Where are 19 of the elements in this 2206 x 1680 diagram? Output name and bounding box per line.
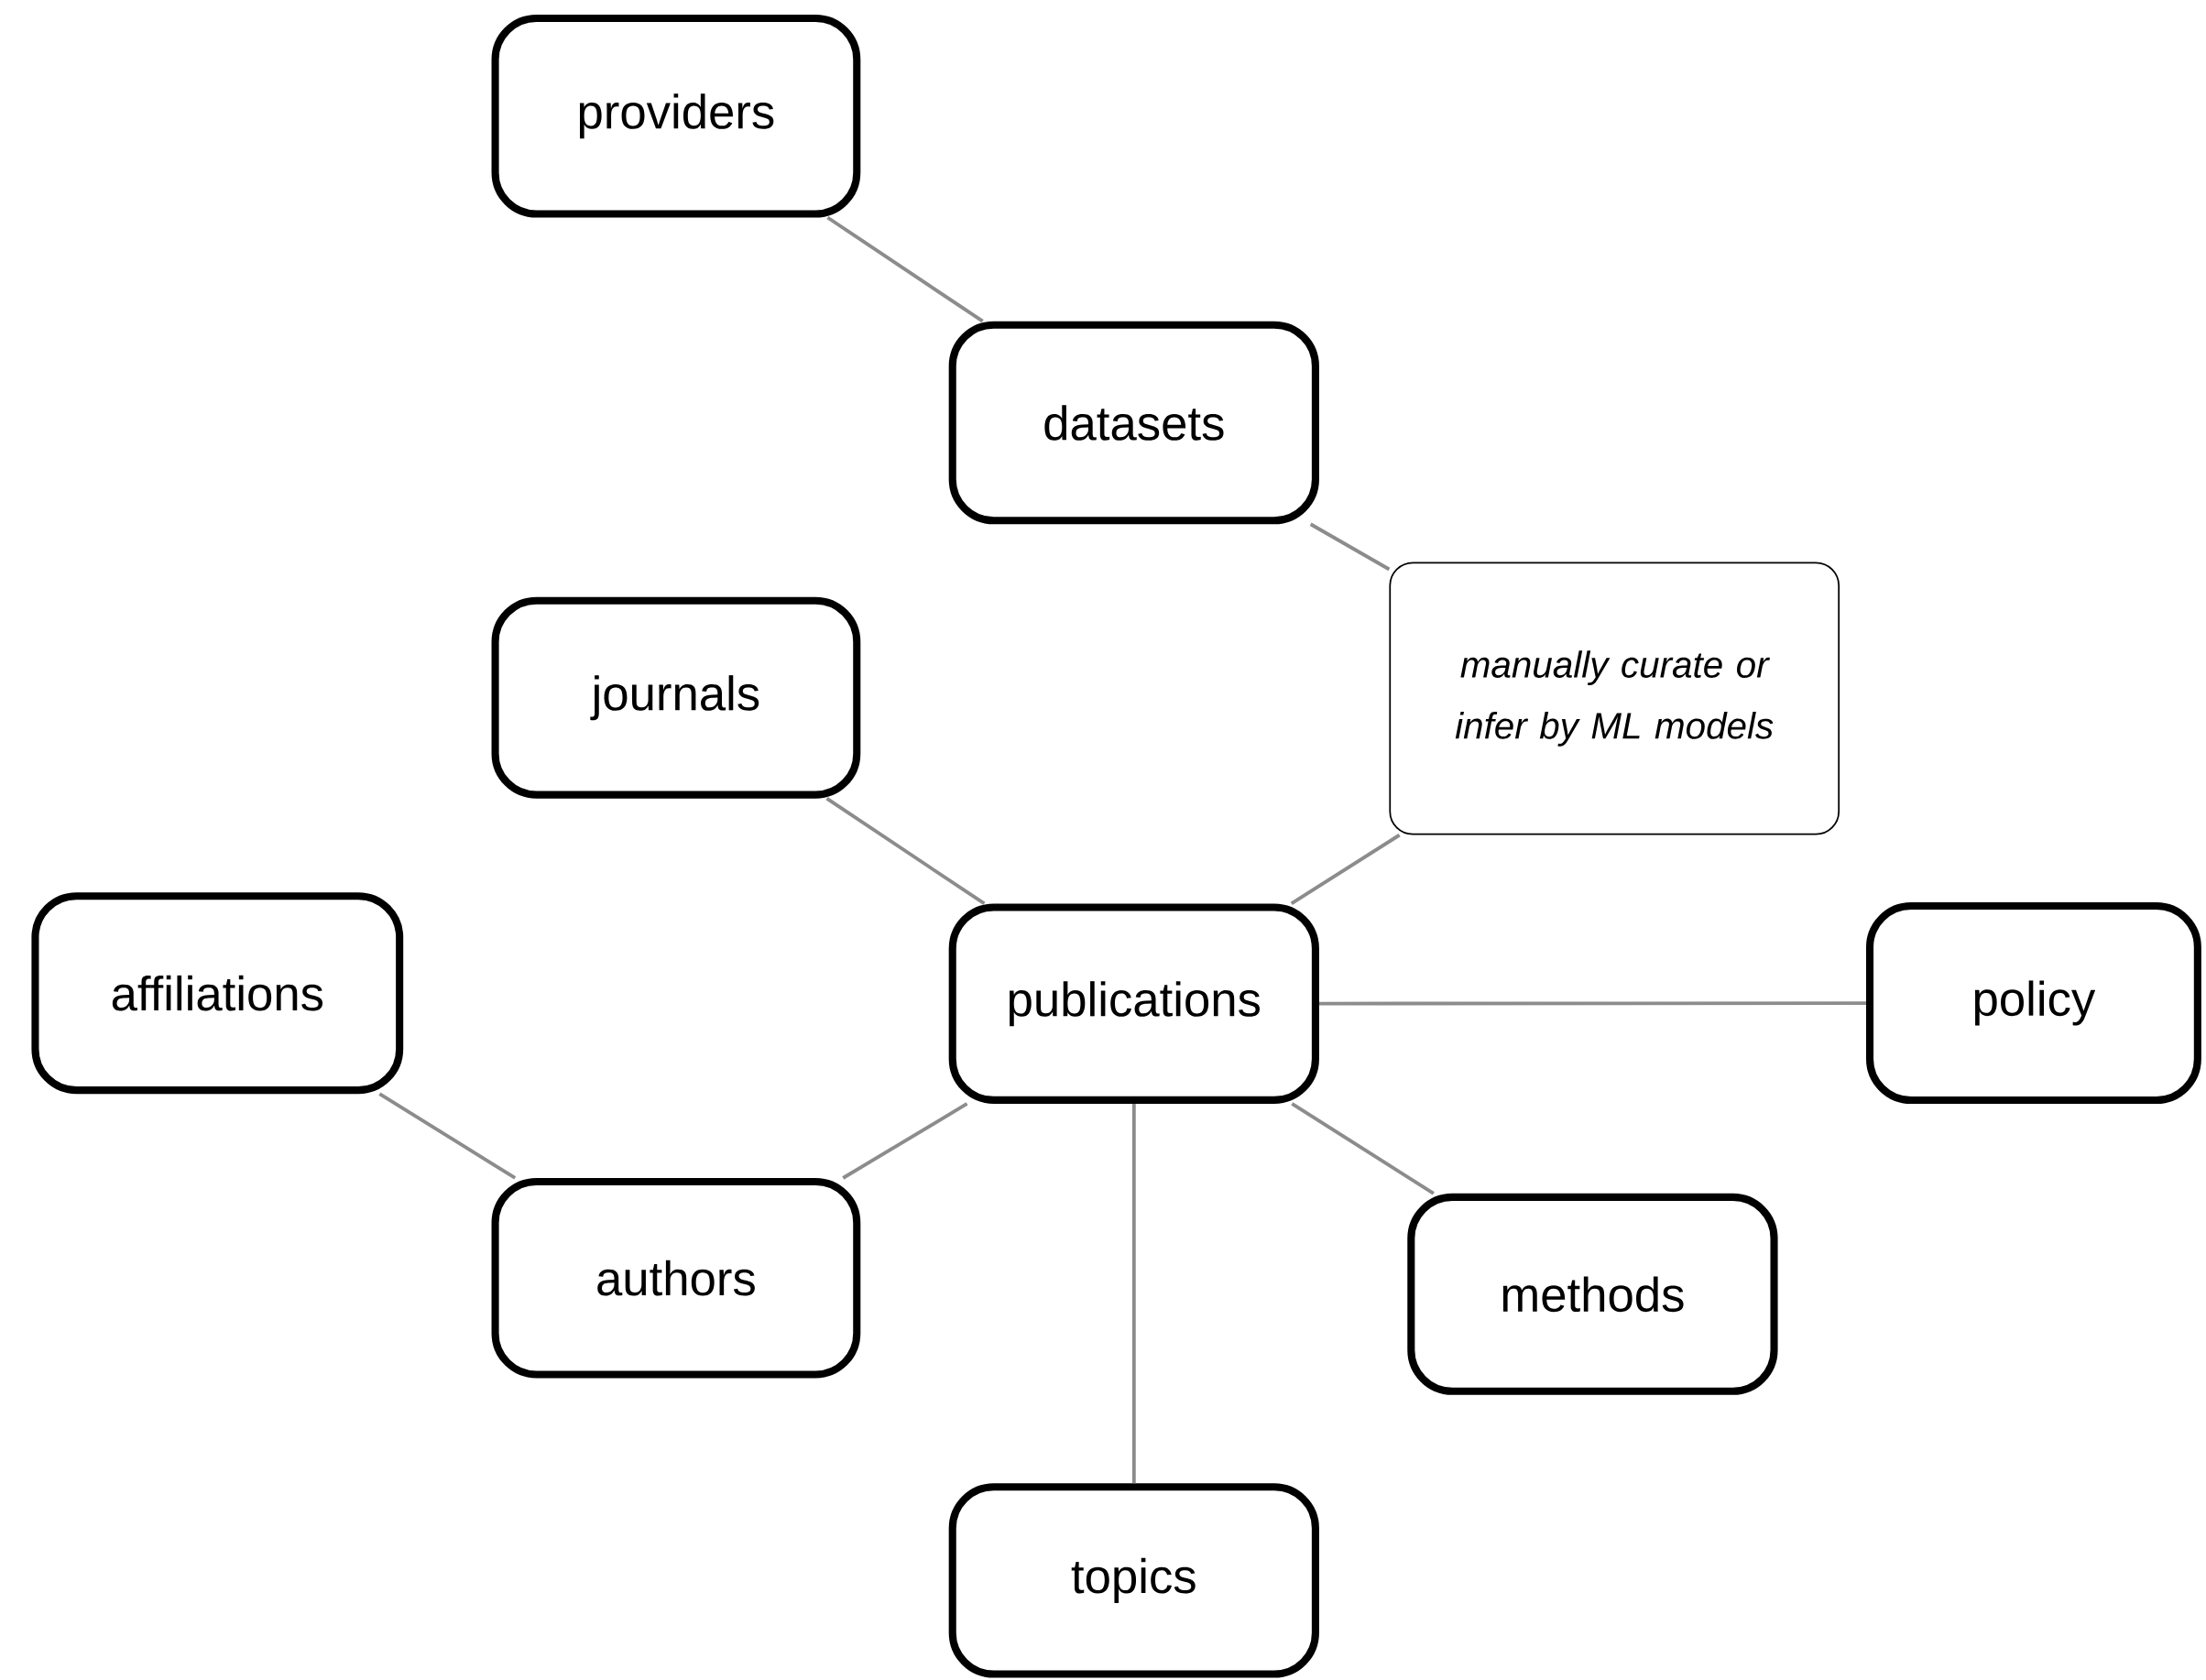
connector-line xyxy=(1309,522,1391,572)
process-box: journals xyxy=(491,596,861,799)
process-box: datasets xyxy=(948,321,1319,525)
connector-line xyxy=(1290,834,1401,906)
process-box: authors xyxy=(491,1178,861,1379)
process-box: affiliations xyxy=(31,892,404,1095)
process-box: providers xyxy=(491,15,861,218)
connector-line xyxy=(378,1092,517,1180)
connector-line xyxy=(842,1102,968,1180)
connector-line xyxy=(1318,1001,1866,1006)
process-box: publications xyxy=(948,903,1319,1105)
connector-line xyxy=(825,797,986,906)
note-box: manually curate or infer by ML models xyxy=(1389,562,1840,835)
process-box: policy xyxy=(1866,902,2201,1105)
connector-line xyxy=(1291,1102,1435,1195)
connector-line xyxy=(1131,1104,1136,1484)
process-box: topics xyxy=(948,1483,1319,1678)
connector-line xyxy=(826,216,984,323)
process-box: methods xyxy=(1407,1194,1778,1395)
